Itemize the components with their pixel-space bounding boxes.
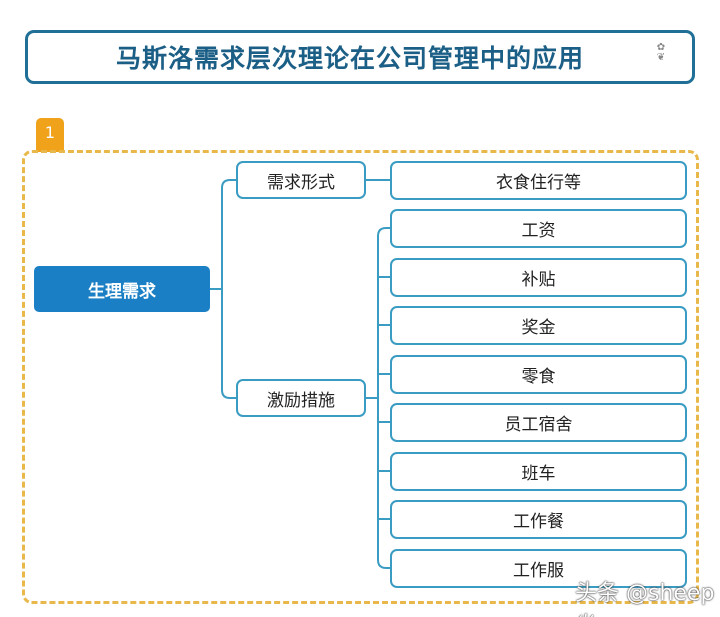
root-node: 生理需求 bbox=[34, 266, 210, 312]
leaf-node: 衣食住行等 bbox=[390, 161, 687, 200]
leaf-node: 补贴 bbox=[390, 258, 687, 297]
watermark: 头条 @sheep炎 bbox=[575, 581, 715, 617]
section-tab: 1 bbox=[36, 118, 64, 152]
leaf-node: 班车 bbox=[390, 452, 687, 491]
leaf-node: 工作服 bbox=[390, 549, 687, 588]
leaf-node: 零食 bbox=[390, 355, 687, 394]
page-title: 马斯洛需求层次理论在公司管理中的应用 bbox=[115, 44, 584, 73]
connector-leaf-ticks bbox=[378, 276, 390, 520]
connector-leaves bbox=[377, 227, 390, 569]
leaf-node: 工资 bbox=[390, 209, 687, 248]
branch-node: 需求形式 bbox=[236, 161, 366, 199]
title-box: 马斯洛需求层次理论在公司管理中的应用 ✿❦ bbox=[25, 30, 695, 84]
leaf-node: 工作餐 bbox=[390, 500, 687, 539]
section-frame bbox=[22, 150, 699, 604]
leaf-node: 奖金 bbox=[390, 306, 687, 345]
logo-icon: ✿❦ bbox=[656, 42, 666, 63]
leaf-node: 员工宿舍 bbox=[390, 403, 687, 442]
connector-root-branches bbox=[221, 179, 236, 399]
branch-node: 激励措施 bbox=[236, 379, 366, 417]
